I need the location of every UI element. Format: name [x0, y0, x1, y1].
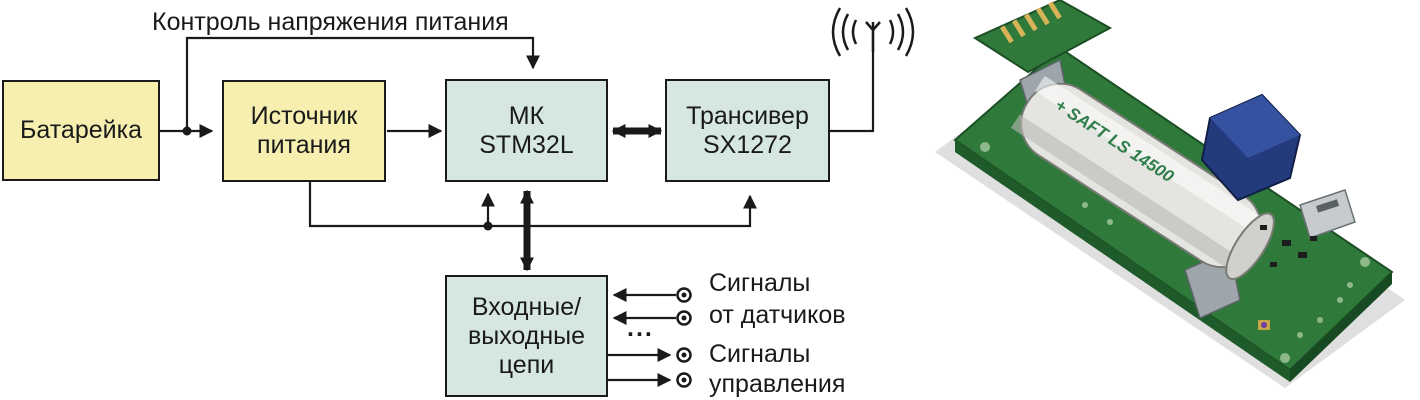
io-block: Входные/ выходные цепи [445, 275, 608, 397]
battery-block: Батарейка [2, 80, 160, 181]
power-supply-block: Источник питания [222, 80, 386, 182]
wire-voltage-monitor [185, 36, 540, 131]
signal-waves-icon [831, 7, 915, 57]
sensor-signals-label-1: Сигналы [709, 269, 811, 297]
voltage-monitor-title: Контроль напряжения питания [152, 8, 509, 36]
sensor-signals-label-2: от датчиков [709, 301, 846, 329]
junction-dot-battery [182, 126, 192, 136]
mcu-block: МК STM32L [445, 79, 608, 182]
control-signals-label-1: Сигналы [709, 340, 811, 368]
pcb-photo: + SAFT LS 14500 [935, 0, 1405, 388]
ellipsis-label: ... [627, 314, 654, 342]
transceiver-block: Трансивер SX1272 [665, 79, 830, 182]
junction-dot-bus [483, 221, 493, 231]
antenna-icon [865, 21, 881, 52]
control-signals-label-2: управления [709, 370, 846, 398]
wire-antenna-feed [829, 32, 875, 133]
